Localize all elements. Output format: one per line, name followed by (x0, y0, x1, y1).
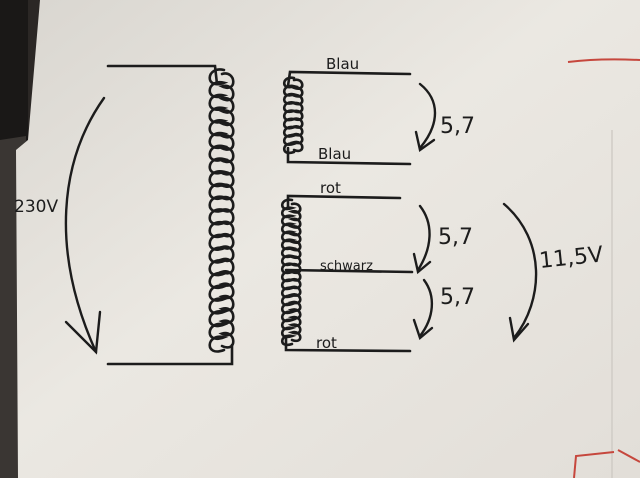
lower-upper-arrow-head (412, 252, 432, 275)
primary-top-lead (106, 64, 219, 86)
secondary-lower-winding (280, 194, 414, 353)
lower-lower-arrow-head (412, 318, 434, 341)
lower-top-lead (286, 194, 402, 210)
upper-arrow-shaft (418, 82, 437, 150)
center-tap-lead (284, 268, 414, 274)
upper-top-lead (286, 70, 412, 88)
total-arrow-shaft (502, 202, 538, 340)
lower-bottom-wire-label: rot (316, 334, 337, 352)
upper-top-wire-label: Blau (326, 55, 359, 73)
upper-voltage-label: 5,7 (440, 114, 475, 139)
paper-sheet (16, 0, 640, 478)
lower-top-wire-label: rot (320, 179, 341, 197)
primary-voltage-arrow (64, 96, 106, 355)
lower-lower-half-voltage-label: 5,7 (440, 285, 475, 310)
upper-arrow-head (414, 130, 436, 153)
monitor-edge (0, 0, 28, 140)
primary-coil (208, 68, 235, 353)
lower-upper-half-arrow (412, 204, 432, 275)
total-arrow-head (508, 316, 530, 343)
lower-upper-arrow-shaft (416, 204, 431, 272)
lower-bottom-lead (284, 334, 412, 353)
lower-upper-half-voltage-label: 5,7 (438, 225, 473, 250)
lower-lower-half-arrow (412, 278, 434, 341)
red-marker-stroke-top (567, 58, 640, 63)
lower-lower-arrow-shaft (418, 278, 434, 338)
primary-winding (106, 64, 235, 366)
primary-bottom-lead (106, 343, 234, 366)
upper-coil (282, 76, 304, 155)
arrow-230v-head (64, 310, 102, 355)
primary-voltage-label: 230V (14, 197, 58, 217)
lower-coil (280, 198, 302, 347)
red-marker-stroke-bottom (573, 449, 640, 478)
upper-voltage-arrow (414, 82, 437, 153)
upper-bottom-wire-label: Blau (318, 145, 351, 163)
center-tap-wire-label: schwarz (320, 259, 373, 274)
secondary-upper-winding (282, 70, 412, 166)
arrow-230v-shaft (64, 96, 106, 354)
total-voltage-arrow (502, 202, 538, 343)
